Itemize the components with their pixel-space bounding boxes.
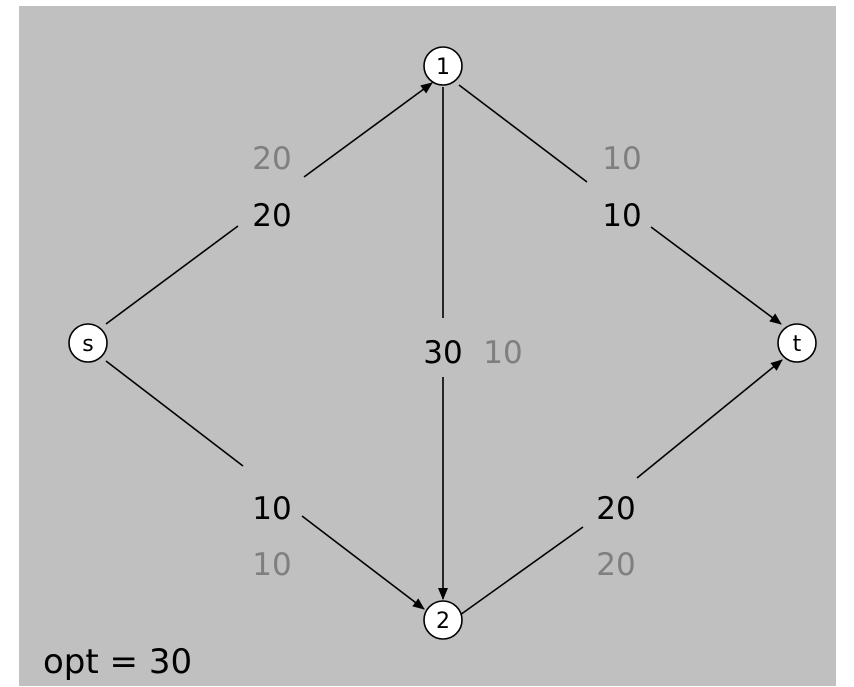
edge-1-2-capacity-label: 30: [423, 335, 462, 371]
edge-2-t-arrow: [636, 359, 783, 479]
node-s-label: s: [82, 332, 93, 357]
edge-s-1-arrow: [303, 82, 433, 178]
edges: [105, 82, 783, 616]
edge-s-2: [105, 360, 244, 467]
diagram-panel: [19, 6, 836, 686]
edge-2-t-capacity-label: 20: [596, 491, 635, 527]
node-1: 1: [423, 46, 463, 86]
edge-labels: 20 20 10 10 10 10 30 10 20 20: [252, 141, 641, 583]
edge-s-2-capacity-label: 10: [252, 491, 291, 527]
node-2: 2: [423, 600, 463, 640]
edge-s-1: [105, 225, 239, 325]
edge-s-2-arrow: [301, 515, 425, 610]
node-1-label: 1: [436, 55, 450, 80]
edge-s-1-flow-label: 20: [252, 141, 291, 177]
node-t: t: [777, 323, 817, 363]
edge-1-t: [458, 84, 588, 183]
edge-1-t-capacity-label: 10: [602, 198, 641, 234]
edge-2-t: [459, 526, 584, 616]
edge-s-1-capacity-label: 20: [252, 198, 291, 234]
nodes: s 1 2 t: [68, 46, 817, 640]
edge-2-t-flow-label: 20: [596, 547, 635, 583]
node-s: s: [68, 323, 108, 363]
node-2-label: 2: [436, 609, 450, 634]
node-t-label: t: [793, 332, 802, 357]
edge-s-2-flow-label: 10: [252, 547, 291, 583]
edge-1-t-arrow: [650, 226, 782, 325]
opt-value-label: opt = 30: [43, 642, 192, 682]
edge-1-t-flow-label: 10: [602, 141, 641, 177]
edge-1-2-flow-label: 10: [483, 335, 522, 371]
